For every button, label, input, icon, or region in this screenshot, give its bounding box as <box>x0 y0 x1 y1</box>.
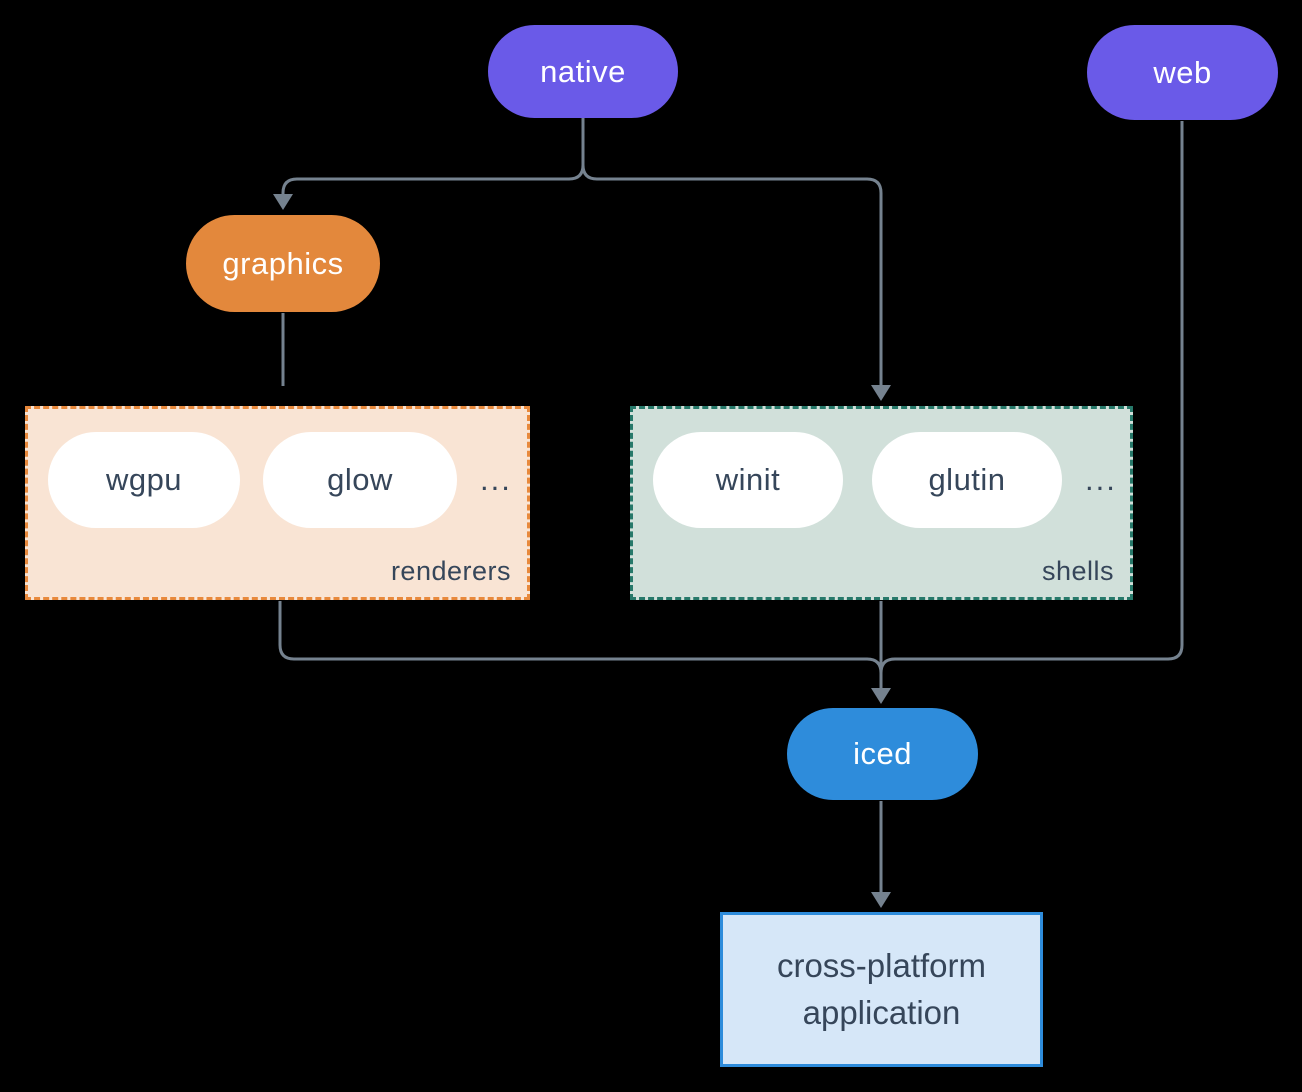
shells-ellipsis: ... <box>1085 462 1117 497</box>
node-application-label: cross-platform application <box>776 947 987 1031</box>
group-renderers: wgpu glow ... renderers <box>25 406 530 600</box>
edge-native-graphics <box>281 118 585 194</box>
node-graphics: graphics <box>186 215 380 312</box>
edge-renderers-iced <box>278 601 883 674</box>
shells-group-label: shells <box>1041 556 1114 586</box>
group-shells: winit glutin ... shells <box>630 406 1133 600</box>
node-winit-label: winit <box>715 462 781 497</box>
edge-native-shells <box>581 118 883 386</box>
node-application: cross-platform application <box>720 912 1043 1067</box>
node-iced: iced <box>787 708 978 800</box>
node-glutin: glutin <box>872 432 1062 528</box>
renderers-group-label: renderers <box>390 556 511 586</box>
node-wgpu-label: wgpu <box>105 462 183 497</box>
node-glow-label: glow <box>327 462 393 497</box>
arrowhead-graphics <box>273 194 293 210</box>
node-iced-label: iced <box>853 736 912 771</box>
arrowhead-shells <box>871 385 891 401</box>
renderers-ellipsis: ... <box>480 462 512 497</box>
node-web-label: web <box>1153 54 1212 90</box>
node-native: native <box>488 25 678 118</box>
node-glow: glow <box>263 432 457 528</box>
node-graphics-label: graphics <box>222 245 344 281</box>
node-native-label: native <box>540 53 626 89</box>
node-web: web <box>1087 25 1278 120</box>
node-winit: winit <box>653 432 843 528</box>
arrowhead-iced <box>871 688 891 704</box>
node-glutin-label: glutin <box>928 462 1006 497</box>
node-wgpu: wgpu <box>48 432 240 528</box>
arrowhead-application <box>871 892 891 908</box>
